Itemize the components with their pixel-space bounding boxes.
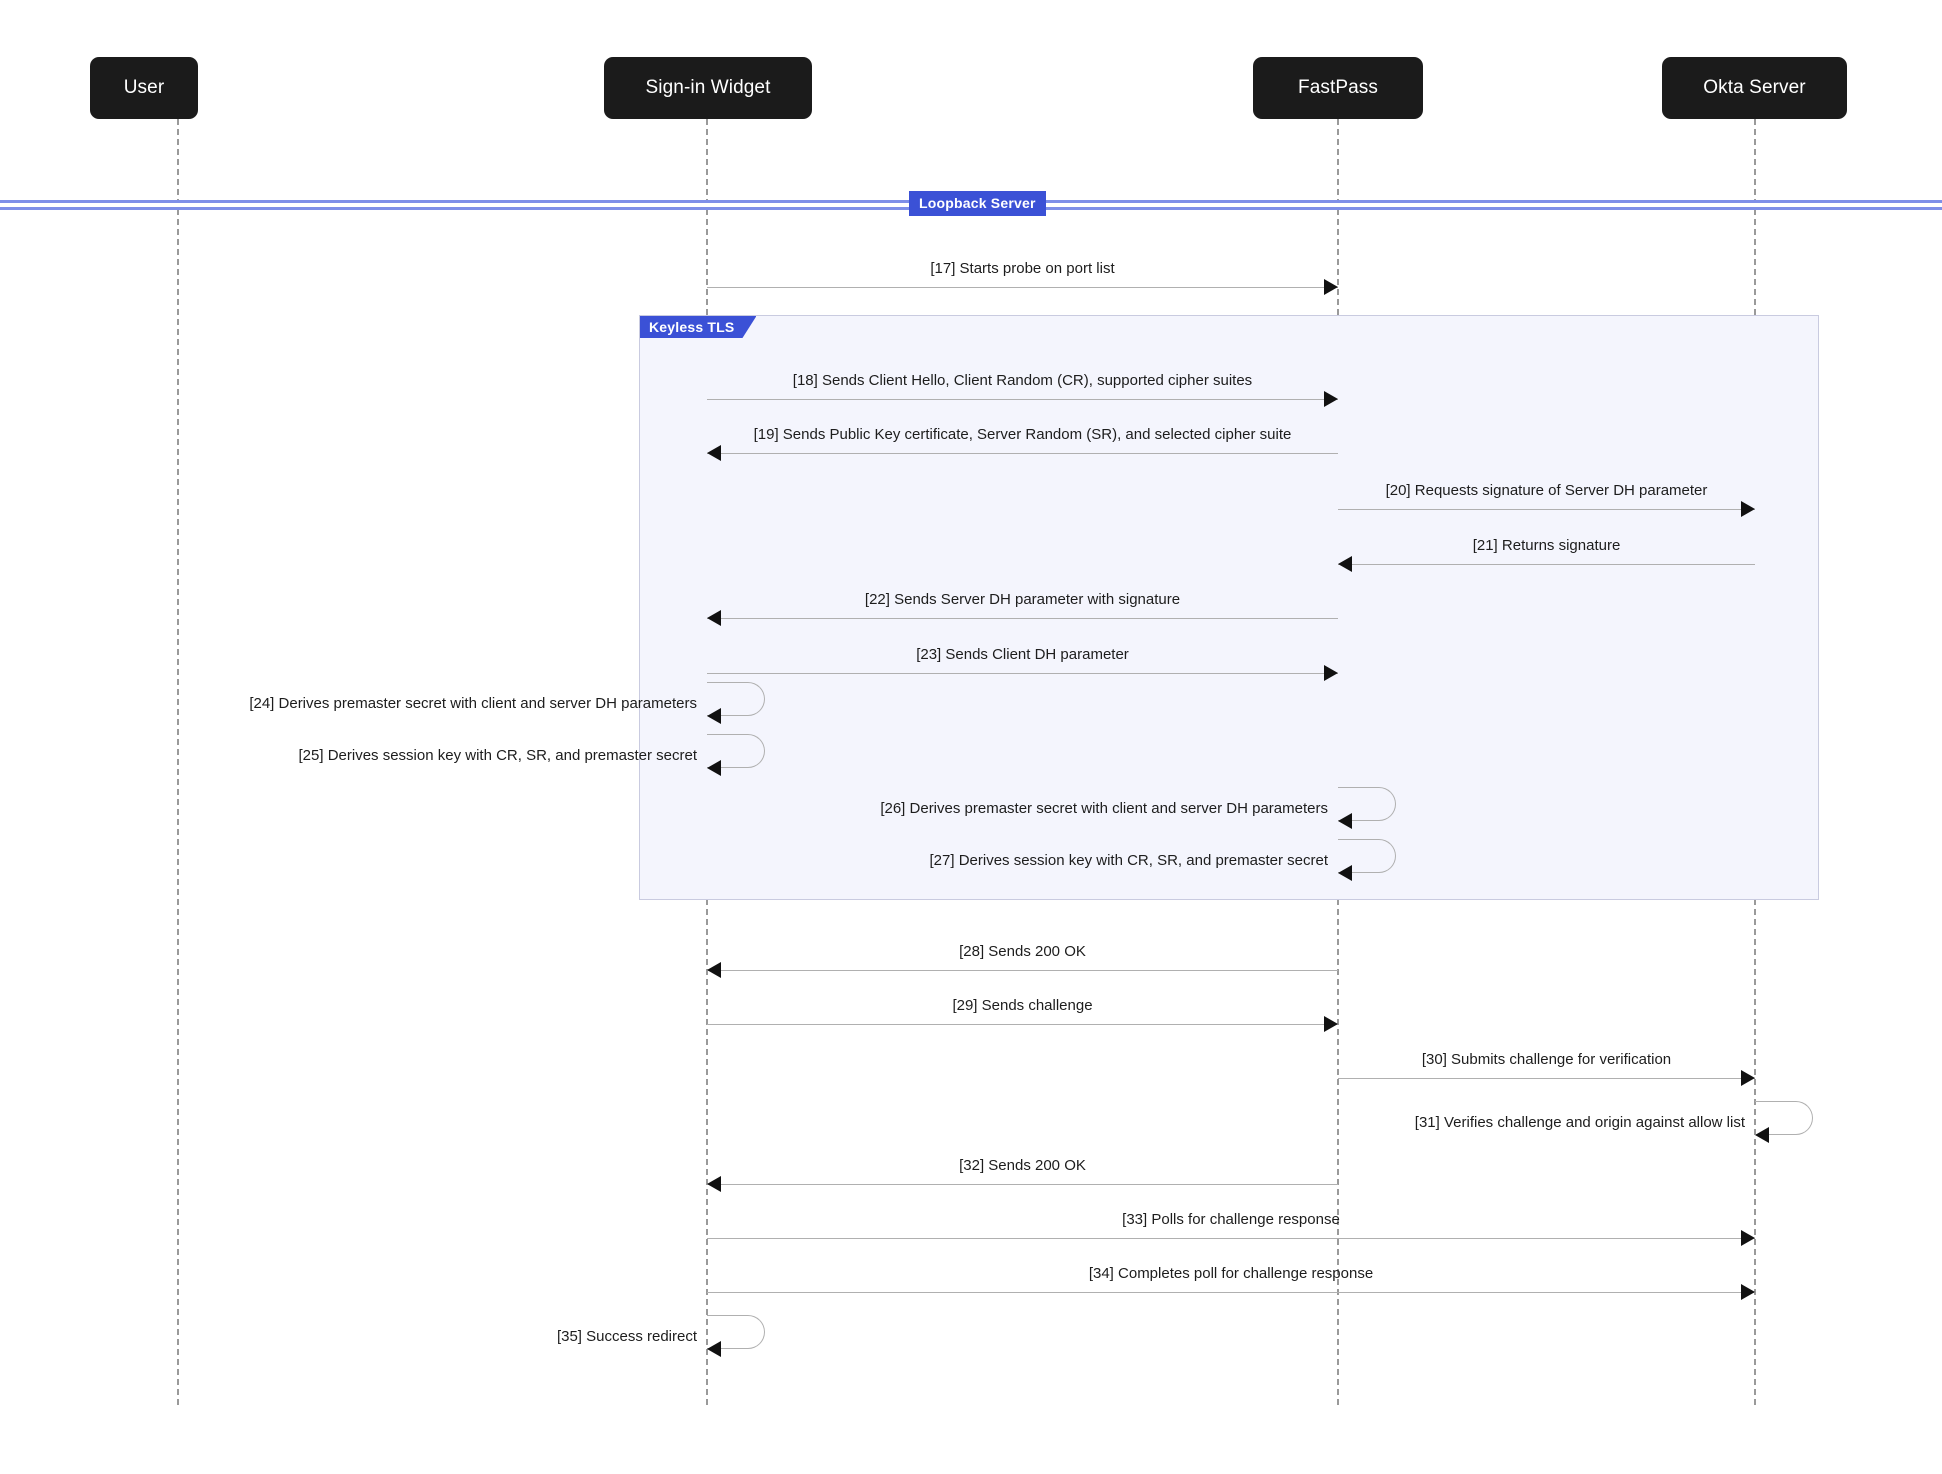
message-line-20 (1338, 509, 1755, 510)
message-line-30 (1338, 1078, 1755, 1079)
message-line-28 (707, 970, 1338, 971)
message-label-17: [17] Starts probe on port list (930, 260, 1115, 277)
message-label-35: [35] Success redirect (556, 1328, 697, 1345)
arrow-head-icon-34 (1741, 1284, 1755, 1300)
arrow-head-icon-35 (707, 1341, 721, 1357)
message-line-33 (707, 1238, 1755, 1239)
message-label-32: [32] Sends 200 OK (959, 1157, 1086, 1174)
arrow-head-icon-25 (707, 760, 721, 776)
message-label-26: [26] Derives premaster secret with clien… (880, 800, 1328, 817)
message-label-23: [23] Sends Client DH parameter (916, 646, 1129, 663)
divider-label-loopback: Loopback Server (909, 191, 1046, 216)
arrow-head-icon-32 (707, 1176, 721, 1192)
arrow-head-icon-22 (707, 610, 721, 626)
message-label-34: [34] Completes poll for challenge respon… (1088, 1265, 1374, 1282)
participant-label: User (123, 77, 165, 98)
message-line-17 (707, 287, 1338, 288)
message-label-19: [19] Sends Public Key certificate, Serve… (753, 426, 1292, 443)
arrow-head-icon-31 (1755, 1127, 1769, 1143)
self-message-loop-25 (707, 734, 765, 768)
arrow-head-icon-28 (707, 962, 721, 978)
arrow-head-icon-18 (1324, 391, 1338, 407)
message-line-32 (707, 1184, 1338, 1185)
self-message-loop-35 (707, 1315, 765, 1349)
message-line-21 (1338, 564, 1755, 565)
fragment-keyless-tls (639, 315, 1819, 900)
arrow-head-icon-27 (1338, 865, 1352, 881)
lifeline-user (177, 119, 179, 1405)
message-line-23 (707, 673, 1338, 674)
message-label-18: [18] Sends Client Hello, Client Random (… (792, 372, 1253, 389)
arrow-head-icon-30 (1741, 1070, 1755, 1086)
message-line-19 (707, 453, 1338, 454)
participant-widget[interactable]: Sign-in Widget (604, 57, 812, 119)
arrow-head-icon-21 (1338, 556, 1352, 572)
message-label-31: [31] Verifies challenge and origin again… (1414, 1114, 1745, 1131)
participant-label: Okta Server (1703, 77, 1806, 98)
message-line-29 (707, 1024, 1338, 1025)
arrow-head-icon-20 (1741, 501, 1755, 517)
message-label-21: [21] Returns signature (1472, 537, 1621, 554)
message-label-22: [22] Sends Server DH parameter with sign… (864, 591, 1181, 608)
self-message-loop-26 (1338, 787, 1396, 821)
participant-user[interactable]: User (90, 57, 198, 119)
self-message-loop-27 (1338, 839, 1396, 873)
message-label-20: [20] Requests signature of Server DH par… (1385, 482, 1708, 499)
message-label-30: [30] Submits challenge for verification (1421, 1051, 1672, 1068)
participant-label: Sign-in Widget (645, 77, 771, 98)
message-label-33: [33] Polls for challenge response (1122, 1211, 1340, 1228)
self-message-loop-31 (1755, 1101, 1813, 1135)
message-label-28: [28] Sends 200 OK (959, 943, 1086, 960)
participant-label: FastPass (1298, 77, 1378, 98)
self-message-loop-24 (707, 682, 765, 716)
arrow-head-icon-33 (1741, 1230, 1755, 1246)
participant-okta[interactable]: Okta Server (1662, 57, 1847, 119)
message-line-34 (707, 1292, 1755, 1293)
message-label-29: [29] Sends challenge (952, 997, 1093, 1014)
message-label-27: [27] Derives session key with CR, SR, an… (929, 852, 1328, 869)
message-label-25: [25] Derives session key with CR, SR, an… (298, 747, 697, 764)
arrow-head-icon-26 (1338, 813, 1352, 829)
arrow-head-icon-24 (707, 708, 721, 724)
participant-fastpass[interactable]: FastPass (1253, 57, 1423, 119)
message-line-18 (707, 399, 1338, 400)
message-line-22 (707, 618, 1338, 619)
message-label-24: [24] Derives premaster secret with clien… (249, 695, 697, 712)
arrow-head-icon-23 (1324, 665, 1338, 681)
fragment-label-keyless-tls: Keyless TLS (640, 316, 756, 338)
arrow-head-icon-17 (1324, 279, 1338, 295)
arrow-head-icon-19 (707, 445, 721, 461)
arrow-head-icon-29 (1324, 1016, 1338, 1032)
